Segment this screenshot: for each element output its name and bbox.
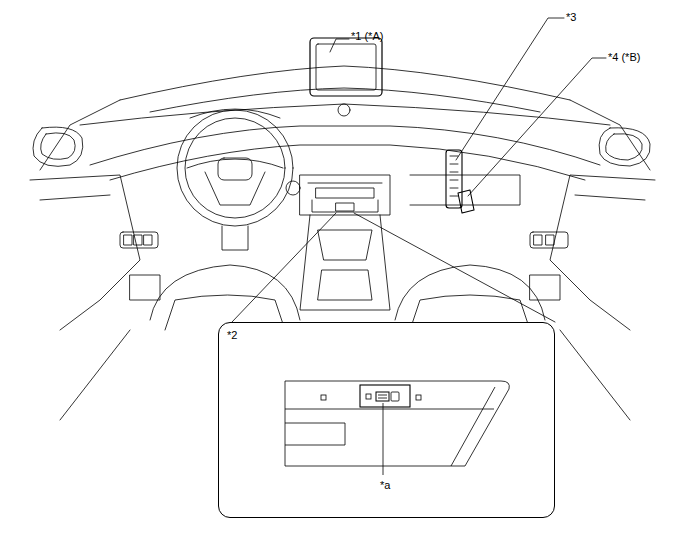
detail-inset: *2 *a [218,322,555,518]
callout-number: *4 (*B) [607,51,641,64]
callout-number: *1 (*A) [350,30,384,43]
callout-number: *3 [565,11,577,24]
inset-number: *2 [226,329,238,342]
callout-letter: *a [379,479,391,492]
